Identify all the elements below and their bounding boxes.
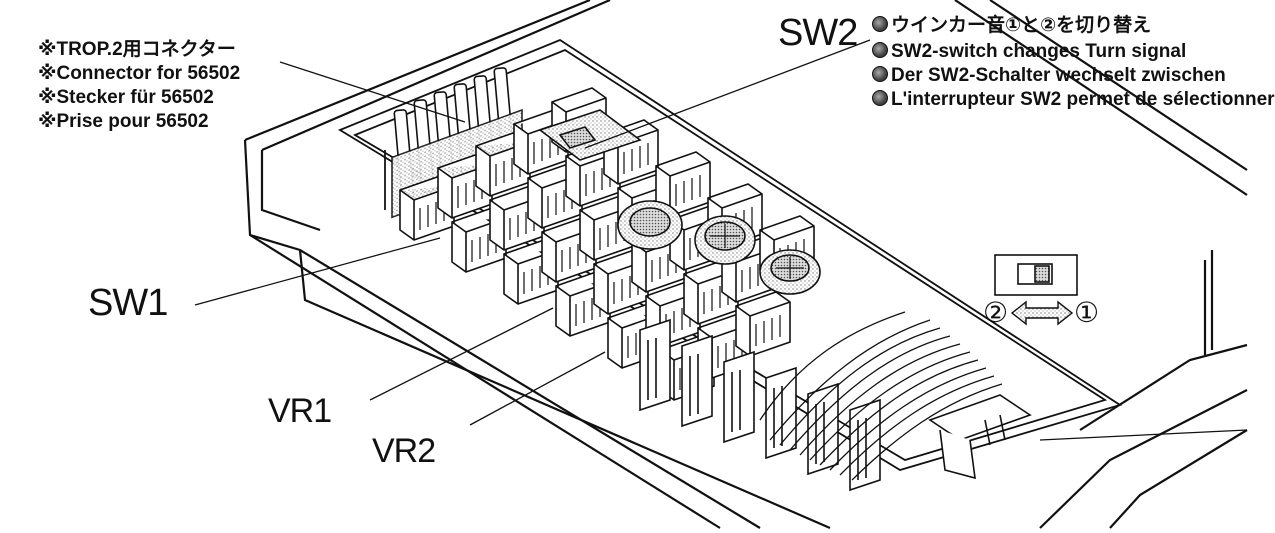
sw2-switch [538,109,642,161]
connector-note-ja: ※TROP.2用コネクター [38,39,236,60]
connector-slots [599,219,625,250]
label-sw1: SW1 [88,282,168,324]
connector-slots [703,283,729,314]
tall-housing [639,318,671,412]
tall-housing [723,350,755,444]
connector-slots [613,273,639,304]
bullet-icon [872,66,888,82]
label-sw2: SW2 [778,12,858,54]
diagram-stage: ※TROP.2用コネクター ※Connector for 56502 ※Stec… [38,0,1275,530]
switch-position-1: ① [1074,297,1100,328]
leader-lines [194,39,1248,441]
sw2-note-de: Der SW2-Schalter wechselt zwischen [872,64,1226,88]
connector-note-en: ※Connector for 56502 [38,63,241,84]
connector-housing [735,291,791,357]
connector-slots [675,175,701,206]
bullet-icon [872,90,888,106]
connector-slots [533,133,559,164]
switch-symbol [994,254,1078,296]
connector-slots [471,231,497,262]
connector-slots [585,165,611,196]
connector-slots [547,187,573,218]
tall-housing [681,334,713,428]
connector-slots [509,209,535,240]
connector-note-de: ※Stecker für 56502 [38,87,214,108]
connector-slots [651,251,677,282]
sw2-note-fr: L'interrupteur SW2 permet de sélectionne… [872,88,1275,112]
switch-position-2: ② [983,297,1009,328]
connector-slots [419,199,445,230]
potentiometers [617,200,821,295]
sw2-note-en: SW2-switch changes Turn signal [872,40,1186,64]
connector-slots [741,261,767,292]
bullet-icon [872,42,888,58]
connector-slots [561,241,587,272]
bullet-icon [872,16,888,32]
label-vr1: VR1 [268,392,332,430]
case-body [243,0,1248,530]
connector-slots [623,143,649,174]
tall-housing [849,398,881,492]
connector-slots [495,155,521,186]
connector-slots [717,337,743,368]
connector-note-fr: ※Prise pour 56502 [38,111,209,132]
right-connector [928,394,1032,480]
connector-slots [523,263,549,294]
sw2-notes: ウインカー音①と②を切り替え SW2-switch changes Turn s… [872,12,1275,122]
sw2-note-ja: ウインカー音①と②を切り替え [872,14,1151,38]
connector-housing [655,151,711,217]
connector-slots [627,327,653,358]
connector-slots [575,295,601,326]
tall-housing [807,382,839,476]
wire-bundle [759,311,1003,481]
connector-slots [457,177,483,208]
control-unit-illustration [194,0,1248,530]
connector-slots [755,315,781,346]
label-vr2: VR2 [372,432,436,470]
double-arrow-icon [1010,300,1074,326]
